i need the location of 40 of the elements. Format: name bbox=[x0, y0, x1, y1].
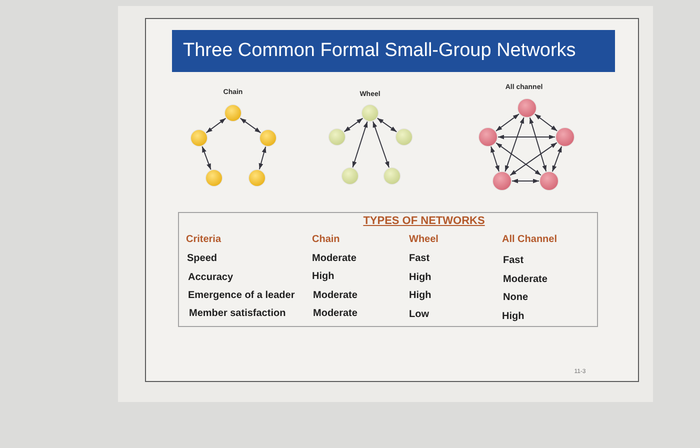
double-arrow bbox=[344, 118, 364, 132]
criterion-label: Emergence of a leader bbox=[188, 290, 295, 302]
criterion-label: Accuracy bbox=[188, 272, 234, 284]
column-heading: Chain bbox=[312, 234, 340, 246]
rating-value: Fast bbox=[409, 253, 430, 264]
double-arrow bbox=[372, 121, 390, 168]
double-arrow bbox=[510, 142, 558, 176]
rating-value: Low bbox=[409, 309, 429, 320]
double-arrow bbox=[504, 117, 524, 172]
table-heading: TYPES OF NETWORKS bbox=[363, 215, 485, 228]
double-arrow bbox=[552, 146, 562, 172]
double-arrow bbox=[240, 118, 262, 134]
rating-value: High bbox=[409, 272, 432, 284]
double-arrow bbox=[496, 114, 520, 132]
column-heading: Criteria bbox=[186, 234, 222, 246]
criterion-label: Speed bbox=[187, 253, 218, 264]
rating-value: Fast bbox=[503, 255, 524, 266]
rating-value: High bbox=[409, 290, 432, 302]
slide-title: Three Common Formal Small-Group Networks bbox=[172, 30, 615, 72]
double-arrow bbox=[258, 146, 266, 170]
double-arrow bbox=[529, 117, 547, 172]
rating-value: None bbox=[503, 292, 528, 304]
double-arrow bbox=[496, 142, 542, 176]
rating-value: Moderate bbox=[313, 290, 358, 302]
double-arrow bbox=[490, 146, 500, 172]
rating-value: High bbox=[502, 311, 524, 322]
rating-value: Moderate bbox=[503, 274, 548, 286]
double-arrow bbox=[352, 121, 368, 168]
rating-value: Moderate bbox=[313, 308, 358, 320]
column-heading: All Channel bbox=[502, 234, 558, 246]
double-arrow bbox=[376, 118, 398, 132]
rating-value: Moderate bbox=[312, 253, 356, 264]
criterion-label: Member satisfaction bbox=[189, 308, 286, 320]
double-arrow bbox=[512, 178, 540, 184]
rating-value: High bbox=[312, 271, 334, 282]
double-arrow bbox=[202, 146, 212, 170]
column-heading: Wheel bbox=[409, 234, 438, 246]
double-arrow bbox=[206, 118, 226, 134]
double-arrow bbox=[534, 114, 558, 132]
double-arrow bbox=[498, 134, 556, 140]
